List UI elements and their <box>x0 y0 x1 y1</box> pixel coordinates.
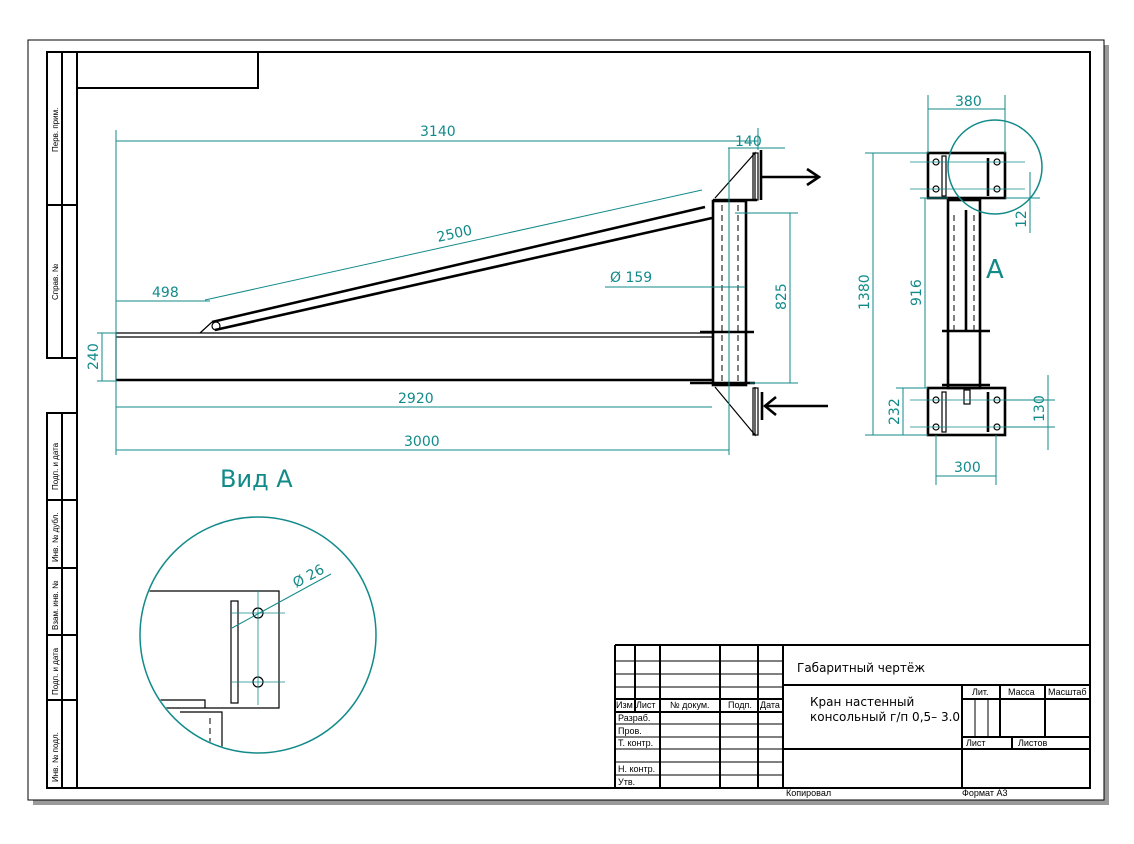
header-doc-no: № докум. <box>670 700 710 710</box>
label-perv-prim: Перв. прим. <box>51 108 60 152</box>
dim-2500: 2500 <box>435 223 473 246</box>
label-masshtab: Масштаб <box>1048 687 1087 697</box>
main-dimensions: 3140 140 2500 498 Ø 159 825 240 2920 300… <box>86 124 798 455</box>
label-inv-podl: Инв. № подл. <box>51 732 60 782</box>
role-razrab: Разраб. <box>618 713 650 723</box>
dim-140: 140 <box>735 134 762 150</box>
dim-240: 240 <box>86 343 102 370</box>
sheet <box>27 39 1105 801</box>
label-podp-data-1: Подп. и дата <box>51 442 60 490</box>
dim-1380: 1380 <box>857 274 873 310</box>
detail-callout-circle <box>947 119 1043 215</box>
header-podp: Подп. <box>728 700 752 710</box>
label-sheet: Лист <box>966 738 986 748</box>
dim-232: 232 <box>887 398 903 425</box>
dim-12: 12 <box>1014 210 1030 228</box>
product-name-line1: Кран настенный <box>810 695 914 709</box>
title-block: Габаритный чертёж Кран настенный консоль… <box>614 644 1090 798</box>
drawing-type: Габаритный чертёж <box>797 661 925 675</box>
label-sprav-no: Справ. № <box>51 263 60 300</box>
dim-825: 825 <box>774 283 790 310</box>
product-name-line2: консольный г/п 0,5– 3.0 <box>810 710 960 724</box>
dim-130: 130 <box>1032 395 1048 422</box>
label-lit: Лит. <box>972 687 989 697</box>
label-sheets: Листов <box>1018 738 1047 748</box>
dim-3000: 3000 <box>404 434 440 450</box>
view-a-marker: A <box>986 255 1004 285</box>
dim-diameter-159: Ø 159 <box>610 270 652 286</box>
left-strip-labels: Перв. прим. Справ. № Подп. и дата Инв. №… <box>51 108 60 782</box>
label-inv-dubl: Инв. № дубл. <box>51 512 60 562</box>
label-massa: Масса <box>1008 687 1035 697</box>
arrow-right-icon <box>762 167 822 187</box>
drawing-frame <box>46 51 1091 789</box>
dim-380: 380 <box>955 94 982 110</box>
header-list: Лист <box>636 700 656 710</box>
view-a-title: Вид А <box>220 465 293 493</box>
role-t-kontr: Т. контр. <box>618 738 653 748</box>
detail-circle <box>139 516 377 754</box>
front-view-dimensions: 380 1380 916 12 232 130 300 A <box>857 94 1055 485</box>
label-podp-data-2: Подп. и дата <box>51 647 60 695</box>
dim-300: 300 <box>954 460 981 476</box>
role-prov: Пров. <box>618 726 642 736</box>
dim-3140: 3140 <box>420 124 456 140</box>
dim-498: 498 <box>152 285 179 301</box>
label-vzam-inv: Взам. инв. № <box>51 580 60 630</box>
role-utv: Утв. <box>618 777 635 787</box>
label-copied: Копировал <box>786 788 831 798</box>
arrow-left-icon <box>762 395 828 417</box>
dim-2920: 2920 <box>398 391 434 407</box>
dim-916: 916 <box>909 279 925 306</box>
role-n-kontr: Н. контр. <box>618 764 655 774</box>
crane-side-view <box>115 150 828 437</box>
header-data: Дата <box>760 700 780 710</box>
label-format: Формат А3 <box>962 788 1007 798</box>
header-izm: Изм <box>616 700 633 710</box>
